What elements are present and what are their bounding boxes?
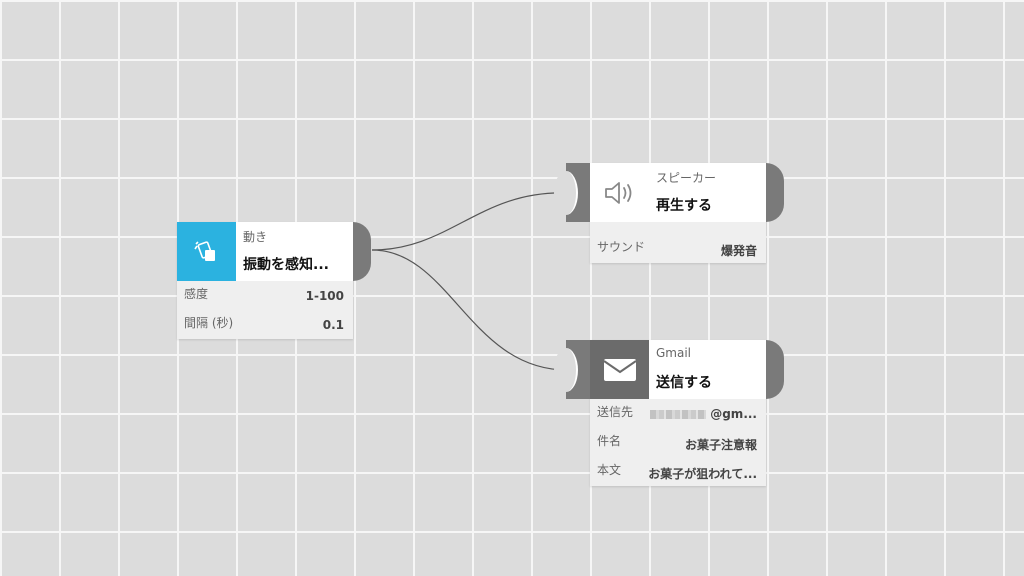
prop-value: @gm... [710, 407, 757, 421]
speaker-prop-sound[interactable]: サウンド 爆発音 [590, 234, 766, 263]
prop-value-wrapper: @gm... [650, 407, 757, 421]
wire-motion-to-speaker [371, 192, 568, 251]
prop-label: 送信先 [597, 405, 634, 419]
motion-props: 感度 1-100 間隔 (秒) 0.1 [177, 281, 353, 339]
gmail-prop-to[interactable]: 送信先 @gm... [590, 399, 766, 428]
motion-prop-sensitivity[interactable]: 感度 1-100 [177, 281, 353, 310]
speaker-action: 再生する [656, 198, 712, 214]
motion-node-header[interactable]: 動き 振動を感知... [177, 222, 353, 281]
prop-value: お菓子注意報 [684, 438, 757, 452]
motion-action: 振動を感知... [243, 257, 329, 273]
speaker-props: サウンド 爆発音 [590, 222, 766, 263]
gmail-output-port[interactable] [766, 340, 784, 399]
motion-icon-box [177, 222, 236, 281]
gmail-category: Gmail [656, 346, 692, 360]
shake-device-icon [193, 240, 215, 261]
speaker-node[interactable]: スピーカー 再生する サウンド 爆発音 [554, 163, 784, 263]
gmail-prop-body[interactable]: 本文 お菓子が狙われて... [590, 457, 766, 486]
speaker-icon [604, 181, 631, 204]
prop-label: 本文 [597, 463, 622, 477]
speaker-category: スピーカー [656, 171, 717, 185]
gmail-prop-subject[interactable]: 件名 お菓子注意報 [590, 428, 766, 457]
motion-prop-interval[interactable]: 間隔 (秒) 0.1 [177, 310, 353, 339]
prop-label: サウンド [597, 240, 646, 254]
prop-label: 件名 [597, 434, 622, 448]
prop-label: 感度 [184, 287, 209, 301]
gmail-props: 送信先 @gm... 件名 お菓子注意報 本文 お菓子が狙われて... [590, 399, 766, 486]
motion-category: 動き [243, 230, 268, 244]
redacted-email [650, 410, 707, 419]
prop-label: 間隔 (秒) [184, 316, 234, 330]
prop-value: 爆発音 [720, 244, 757, 258]
gmail-node-header[interactable]: Gmail 送信する [590, 340, 766, 399]
gmail-node[interactable]: Gmail 送信する 送信先 @gm... 件名 お菓子注意報 本文 お菓子が狙… [554, 340, 784, 486]
motion-output-port[interactable] [353, 222, 371, 281]
motion-node[interactable]: 動き 振動を感知... 感度 1-100 間隔 (秒) 0.1 [177, 222, 371, 339]
speaker-icon-box [590, 163, 649, 222]
prop-value: 0.1 [322, 318, 344, 332]
gmail-input-port[interactable] [554, 340, 590, 399]
speaker-output-port[interactable] [766, 163, 784, 222]
wire-motion-to-gmail [371, 249, 568, 371]
gmail-icon-box [590, 340, 649, 399]
speaker-input-port[interactable] [554, 163, 590, 222]
prop-value: お菓子が狙われて... [648, 467, 757, 481]
prop-value: 1-100 [305, 289, 344, 303]
envelope-icon [602, 358, 637, 381]
gmail-action: 送信する [656, 375, 712, 391]
speaker-node-header[interactable]: スピーカー 再生する [590, 163, 766, 222]
